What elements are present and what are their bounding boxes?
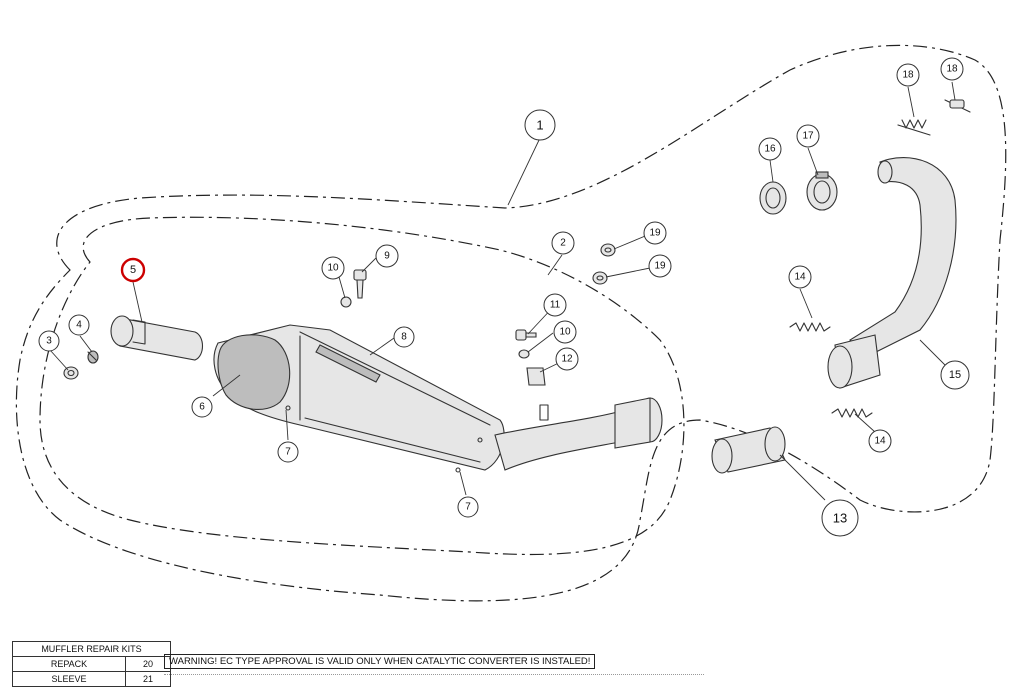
kit-number: 21: [125, 671, 171, 687]
assembly-outline-1: [15, 44, 1007, 602]
leader-lines: [49, 81, 956, 501]
callout-8: 8: [393, 326, 415, 348]
callout-label: 10: [559, 327, 571, 338]
warning-notice: WARNING! EC TYPE APPROVAL IS VALID ONLY …: [164, 654, 596, 669]
sleeve-ring-part: [759, 181, 787, 215]
long-bolt-part: [353, 269, 367, 299]
callout-label: 8: [401, 332, 407, 343]
callout-label: 18: [902, 70, 914, 81]
callout-label: 17: [802, 131, 814, 142]
callout-16: 16: [758, 137, 782, 161]
callout-10b: 10: [553, 320, 577, 344]
callout-label: 9: [384, 251, 390, 262]
faded-text-line: [164, 674, 704, 681]
callout-19b: 19: [648, 254, 672, 278]
callout-label: 5: [130, 264, 136, 276]
callout-3: 3: [38, 330, 60, 352]
callout-18b: 18: [940, 57, 964, 81]
callout-14b: 14: [868, 429, 892, 453]
callout-4: 4: [68, 314, 90, 336]
callout-label: 19: [654, 261, 666, 272]
callout-19a: 19: [643, 221, 667, 245]
callout-label: 14: [794, 272, 806, 283]
kit-name: REPACK: [12, 656, 126, 672]
table-header-row: MUFFLER REPAIR KITS: [12, 641, 171, 657]
assembly-outline-2: [39, 216, 685, 556]
callout-11: 11: [543, 293, 567, 317]
spring-parts-14: [789, 322, 873, 418]
callout-6: 6: [191, 396, 213, 418]
callout-10a: 10: [321, 256, 345, 280]
rubber-washer-parts: [592, 243, 616, 285]
callout-label: 15: [949, 369, 961, 381]
spring-parts-18: [897, 99, 971, 136]
callout-7a: 7: [277, 441, 299, 463]
outlet-pipe: [494, 397, 663, 471]
callout-label: 18: [946, 64, 958, 75]
callout-12: 12: [555, 347, 579, 371]
link-pipe: [110, 315, 204, 361]
callout-15: 15: [940, 360, 970, 390]
kit-name: SLEEVE: [12, 671, 126, 687]
callout-label: 13: [833, 511, 847, 526]
catalytic-converter-part: [711, 426, 786, 474]
callout-label: 12: [561, 354, 573, 365]
callout-1: 1: [524, 109, 556, 141]
clamp-part: [806, 171, 838, 211]
screw-part: [515, 329, 537, 341]
callout-label: 1: [536, 118, 543, 133]
callout-label: 11: [550, 300, 561, 311]
callout-label: 7: [285, 447, 291, 458]
callout-2: 2: [551, 231, 575, 255]
muffler-repair-kits-table: MUFFLER REPAIR KITS REPACK 20 SLEEVE 21: [12, 641, 171, 687]
callout-17: 17: [796, 124, 820, 148]
callout-label: 4: [76, 320, 82, 331]
callout-label: 14: [874, 436, 886, 447]
table-title: MUFFLER REPAIR KITS: [12, 641, 171, 657]
muffler-body: [213, 324, 505, 473]
nut-part: [340, 296, 352, 308]
callout-label: 16: [764, 144, 776, 155]
header-pipe: [827, 157, 957, 389]
callout-label: 19: [649, 228, 661, 239]
washer-part: [63, 366, 79, 380]
callout-5-highlighted: 5: [120, 257, 146, 283]
callout-9: 9: [375, 244, 399, 268]
callout-label: 10: [327, 263, 339, 274]
callout-7b: 7: [457, 496, 479, 518]
nut-part-2: [518, 349, 530, 359]
callout-label: 7: [465, 502, 471, 513]
callout-18a: 18: [896, 63, 920, 87]
callout-13: 13: [821, 499, 859, 537]
callout-14a: 14: [788, 265, 812, 289]
callout-label: 2: [560, 238, 566, 249]
table-row: SLEEVE 21: [12, 671, 171, 687]
table-row: REPACK 20: [12, 656, 171, 672]
callout-label: 3: [46, 336, 52, 347]
bolt-part: [87, 350, 99, 364]
callout-label: 6: [199, 402, 205, 413]
